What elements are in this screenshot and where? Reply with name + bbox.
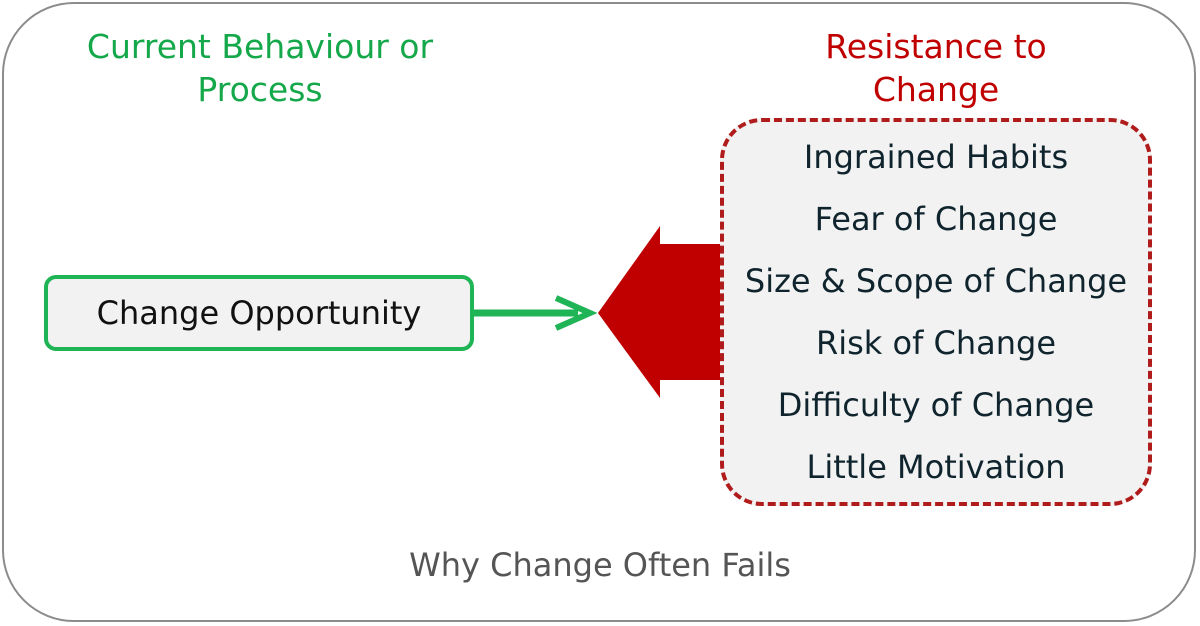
resistance-factors-box: Ingrained Habits Fear of Change Size & S… [720,118,1152,506]
resistance-factor: Risk of Change [815,324,1057,362]
green-connector-arrow-head [554,295,598,331]
resistance-factor: Fear of Change [814,200,1058,238]
resistance-heading-line-2: Change [872,69,1000,109]
resistance-factor: Ingrained Habits [803,138,1069,176]
change-opportunity-box: Change Opportunity [44,275,474,351]
resistance-heading: Resistance to Change [736,26,1136,112]
current-behaviour-heading: Current Behaviour or Process [60,26,460,112]
change-opportunity-label: Change Opportunity [96,294,422,332]
resistance-factor: Little Motivation [806,448,1066,486]
red-resistance-arrow [598,226,724,398]
resistance-heading-line-1: Resistance to [825,27,1047,66]
resistance-factor: Difficulty of Change [777,386,1095,424]
current-behaviour-heading-line-2: Process [197,69,323,109]
resistance-factor: Size & Scope of Change [744,262,1128,300]
current-behaviour-heading-line-1: Current Behaviour or [86,27,434,66]
diagram-caption: Why Change Often Fails [409,546,791,584]
